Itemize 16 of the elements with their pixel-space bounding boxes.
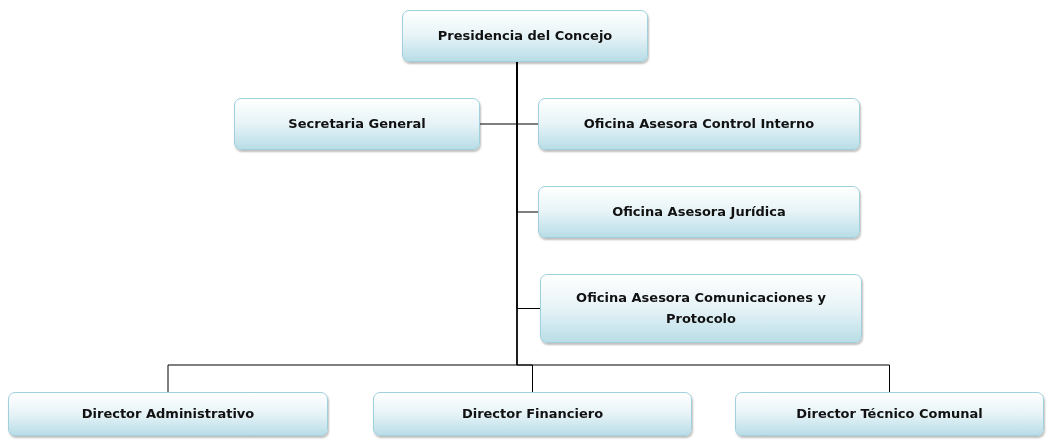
org-box: [538, 98, 860, 150]
box-label: Director Financiero: [461, 404, 604, 423]
org-box: [538, 186, 860, 238]
org-box: [402, 10, 648, 62]
org-box: [234, 98, 480, 150]
org-box: [540, 274, 862, 343]
box-label: Oficina Asesora Comunicaciones y Protocolo: [575, 288, 827, 328]
box-label: Secretaria General: [288, 114, 426, 133]
box-label: Director Técnico Comunal: [796, 404, 983, 423]
box-label: Oficina Asesora Jurídica: [612, 202, 786, 221]
org-box: [8, 392, 328, 436]
box-label: Presidencia del Concejo: [437, 26, 613, 45]
box-label: Director Administrativo: [81, 404, 255, 423]
org-box: [373, 392, 692, 436]
box-label: Oficina Asesora Control Interno: [583, 114, 815, 133]
org-box: [735, 392, 1044, 436]
